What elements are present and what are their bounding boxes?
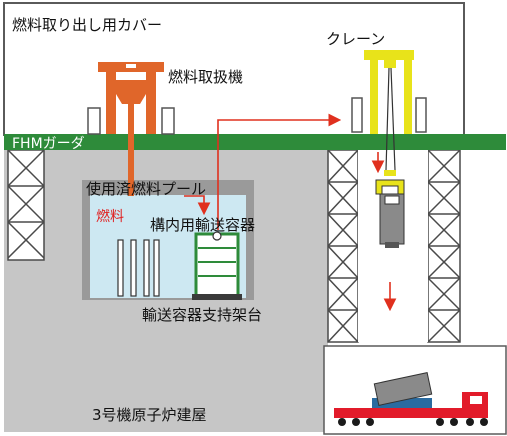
label-fhm-girder: FHMガーダ [12,136,85,152]
onsite-transport-cask [194,231,240,298]
flow-arrows [184,113,397,312]
label-onsite-cask: 構内用輸送容器 [150,216,255,234]
cask-on-crane [375,170,405,248]
fuel-racks [117,239,160,297]
label-fuel-removal-cover: 燃料取り出し用カバー [12,16,162,34]
label-reactor-building: 3号機原子炉建屋 [92,406,207,424]
right-truss-column [327,149,359,343]
label-fuel: 燃料 [96,208,124,225]
label-crane: クレーン [326,30,385,48]
label-cask-support-stand: 輸送容器支持架台 [142,306,262,324]
cask-support-stand [192,294,242,300]
reactor-building-right-lower [322,150,328,432]
fuel-handling-machine [87,62,175,196]
left-truss-tower [7,149,45,261]
label-spent-fuel-pool: 使用済燃料プール [86,180,206,198]
transport-trailer [334,372,488,426]
far-right-truss-column [427,149,461,343]
label-fuel-handling-machine: 燃料取扱機 [168,68,243,86]
crane [351,50,427,171]
